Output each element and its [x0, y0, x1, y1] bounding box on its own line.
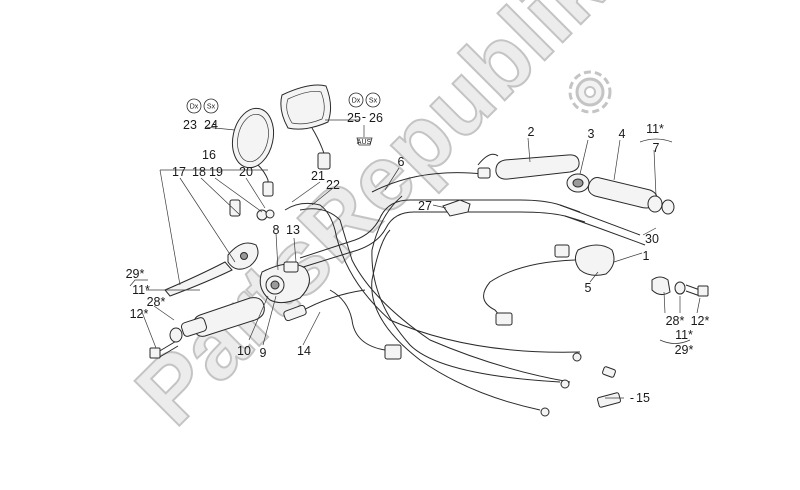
left-grip: [180, 297, 265, 337]
label-29-left: 29*: [126, 267, 145, 281]
right-end-bolt: [651, 276, 709, 297]
label-1: 1: [643, 249, 650, 263]
cable-clip: [442, 199, 471, 217]
handlebar: [299, 199, 646, 269]
label-6: 6: [398, 155, 405, 169]
label-29-right: 29*: [675, 343, 694, 357]
right-switch: [483, 244, 615, 326]
label-28-left: 28*: [147, 295, 166, 309]
gear-icon: [568, 70, 612, 114]
badge-sx-right: Sx: [365, 92, 381, 108]
label-9: 9: [260, 346, 267, 360]
label-7: 7: [653, 141, 660, 155]
label-8: 8: [273, 223, 280, 237]
badge-dx-left: Dx: [186, 98, 202, 114]
label-26: 26: [369, 111, 383, 125]
badge-aus-text: AUS: [357, 139, 372, 146]
label-14: 14: [297, 344, 311, 358]
bracket-7: [639, 138, 673, 143]
dash-26: -: [362, 110, 366, 124]
leader-lines: [141, 119, 701, 399]
label-10: 10: [237, 344, 251, 358]
left-mirror: [231, 107, 275, 197]
label-13: 13: [286, 223, 300, 237]
label-30: 30: [645, 232, 659, 246]
left-switch-housing: [259, 261, 310, 304]
label-4: 4: [619, 127, 626, 141]
badge-dx-right: Dx: [348, 92, 364, 108]
badge-sx-left-text: Sx: [207, 104, 216, 111]
label-16: 16: [202, 148, 216, 162]
label-12-left: 12*: [130, 307, 149, 321]
label-5: 5: [585, 281, 592, 295]
watermark: PartsRepublik: [116, 0, 628, 445]
badge-dx-left-text: Dx: [190, 104, 199, 111]
badge-sx-right-text: Sx: [369, 98, 378, 105]
label-19: 19: [209, 165, 223, 179]
badge-dx-right-text: Dx: [352, 98, 361, 105]
cables: [283, 153, 621, 417]
label-25: 25: [347, 111, 361, 125]
part-labels: 23 24 25 26 16 17 18 19 20 21 22 6 27 8 …: [126, 111, 710, 405]
label-23: 23: [183, 118, 197, 132]
label-11-right: 11*: [675, 328, 693, 342]
dash-15: -: [630, 391, 634, 405]
bracket-29-right: [659, 339, 691, 344]
badge-sx-left: Sx: [203, 98, 219, 114]
label-27: 27: [418, 199, 432, 213]
label-11-left: 11*: [132, 283, 150, 297]
watermark-text: PartsRepublik: [117, 0, 627, 444]
badge-aus: AUS: [356, 137, 373, 146]
left-end-bolt: [149, 327, 183, 359]
label-28-right: 28*: [666, 314, 685, 328]
dash-24: -: [212, 117, 216, 131]
bracket-29-left: [129, 279, 148, 287]
label-3: 3: [588, 127, 595, 141]
label-21: 21: [311, 169, 325, 183]
label-2: 2: [528, 125, 535, 139]
label-12-right: 12*: [691, 314, 710, 328]
label-22: 22: [326, 178, 340, 192]
label-24: 24: [204, 118, 218, 132]
label-17: 17: [172, 165, 186, 179]
label-15: 15: [636, 391, 650, 405]
label-20: 20: [239, 165, 253, 179]
label-18: 18: [192, 165, 206, 179]
label-11-top: 11*: [646, 122, 664, 136]
throttle-grip: [495, 154, 675, 215]
right-mirror: [280, 84, 332, 170]
